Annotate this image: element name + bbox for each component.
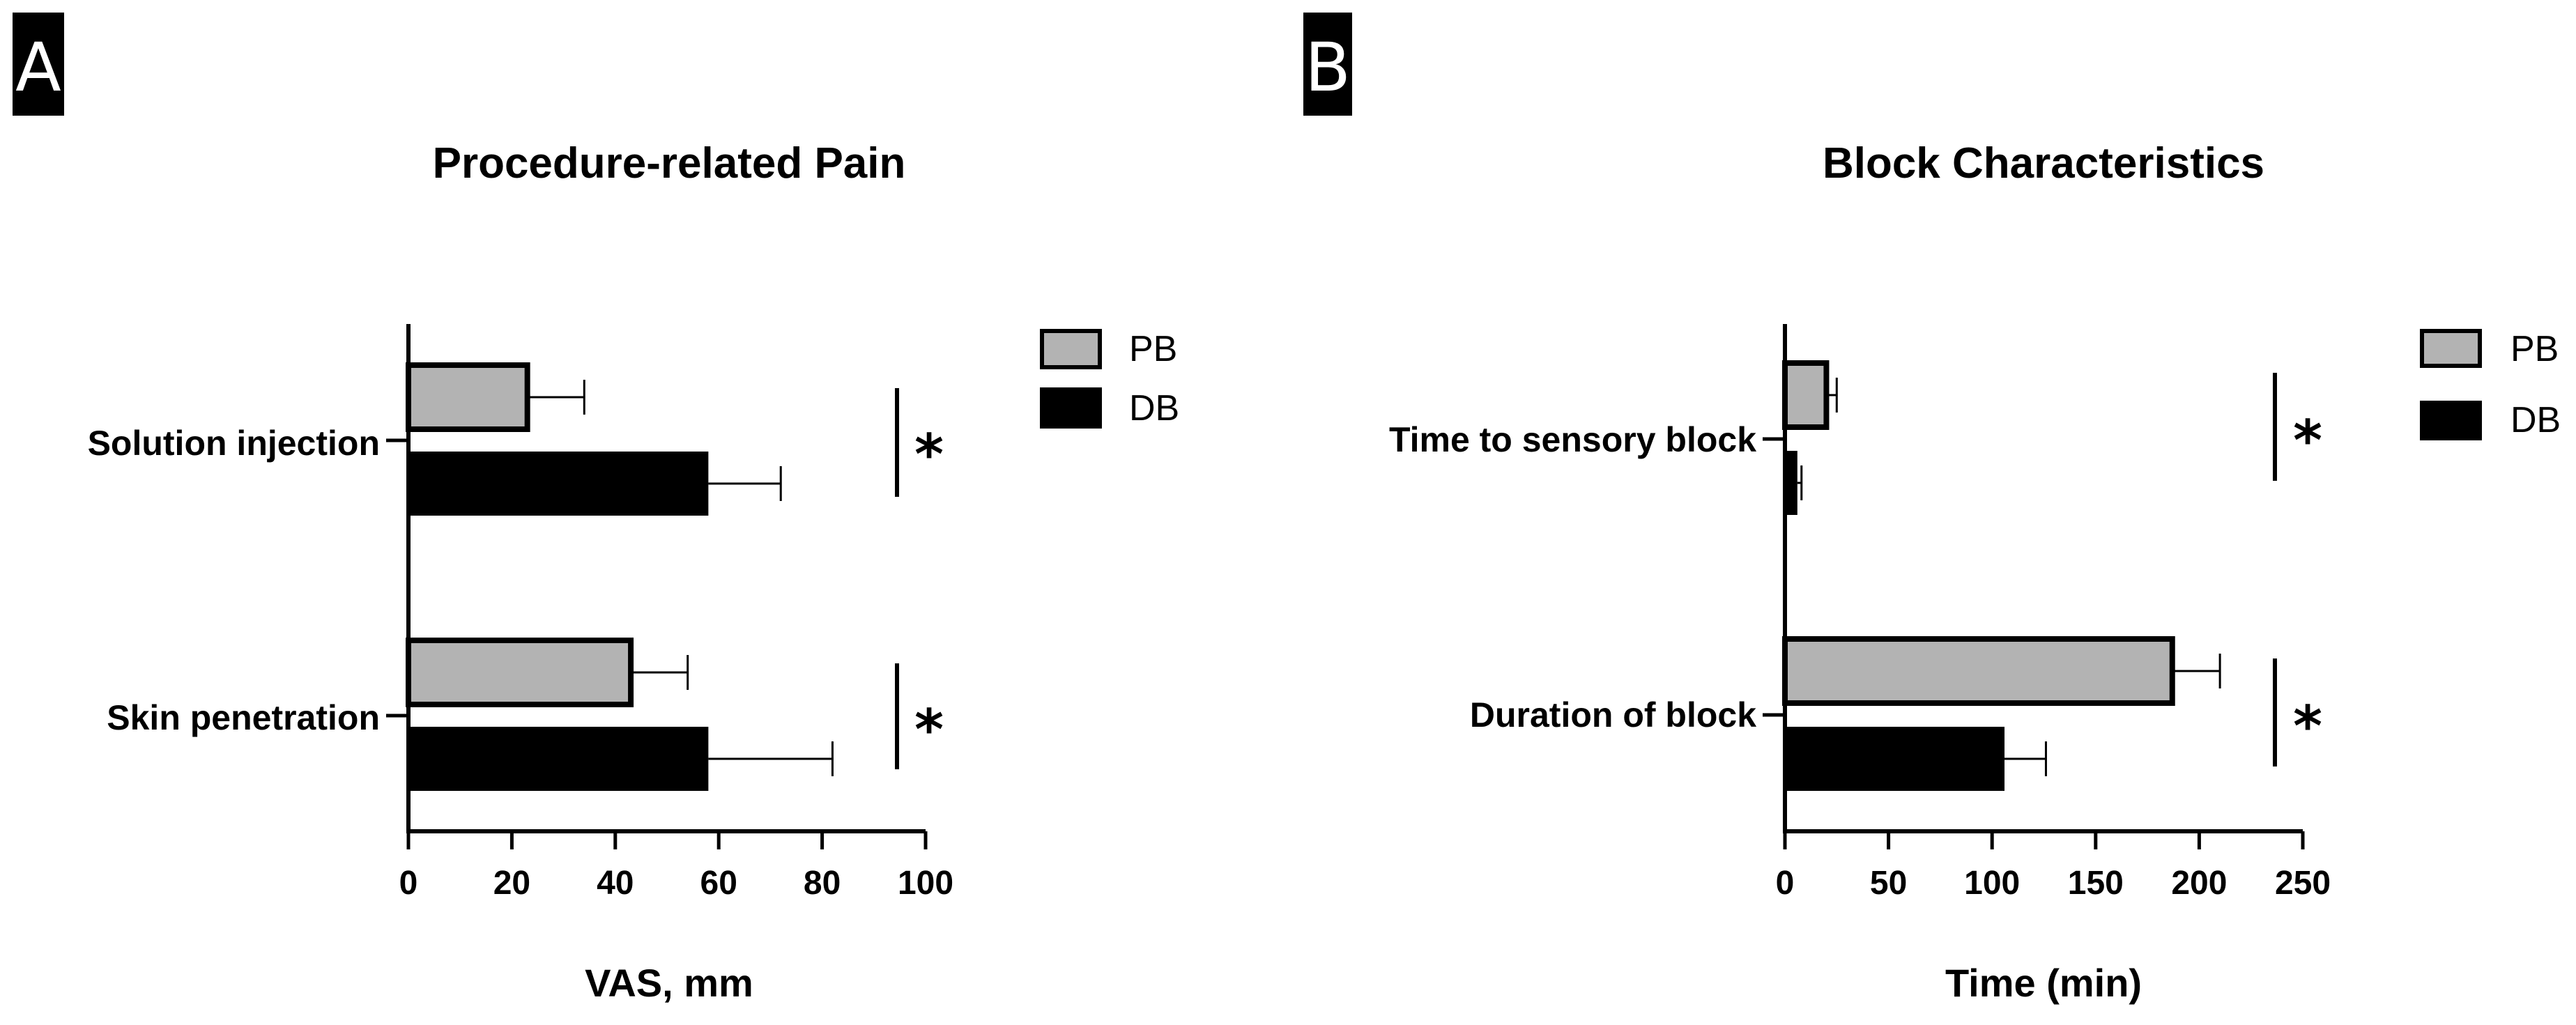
x-axis-ticks: 0 50 100 150 200 250 xyxy=(1776,865,2331,902)
bar-pb xyxy=(406,362,530,432)
category-label: Solution injection xyxy=(88,424,380,463)
x-tick-label: 60 xyxy=(700,865,737,902)
chart-marks xyxy=(386,324,928,849)
x-tick-label: 100 xyxy=(898,865,953,902)
category-label: Time to sensory block xyxy=(1389,420,1756,459)
x-tick-label: 0 xyxy=(1776,865,1795,902)
legend-label-pb: PB xyxy=(2510,329,2559,369)
chart-title: Block Characteristics xyxy=(1823,139,2264,187)
bar-db xyxy=(408,727,709,791)
bar-db xyxy=(408,452,709,516)
legend-swatch-pb xyxy=(1040,329,1102,369)
chart-procedure-related-pain: Procedure-related Pain VAS, mm Solution … xyxy=(88,139,1180,1005)
bar-db xyxy=(1785,727,2005,791)
legend-swatch-pb xyxy=(2420,329,2482,368)
bar-pb xyxy=(1782,636,2175,706)
x-tick-label: 40 xyxy=(597,865,634,902)
x-tick-label: 0 xyxy=(399,865,418,902)
legend-label-pb: PB xyxy=(1129,329,1177,369)
x-axis-label: VAS, mm xyxy=(585,961,753,1005)
legend: PB DB xyxy=(1040,329,1179,429)
chart-marks xyxy=(1763,324,2305,849)
legend-label-db: DB xyxy=(1129,388,1179,429)
x-tick-label: 250 xyxy=(2275,865,2331,902)
panel-a-label-box xyxy=(13,13,64,116)
x-tick-label: 50 xyxy=(1870,865,1907,902)
x-tick-label: 80 xyxy=(804,865,841,902)
category-label: Duration of block xyxy=(1470,695,1756,734)
significance-asterisk: * xyxy=(2293,408,2322,473)
significance-asterisk: * xyxy=(914,422,944,487)
legend-swatch-db xyxy=(1040,387,1102,429)
x-tick-label: 20 xyxy=(493,865,530,902)
panel-a-label: A xyxy=(15,29,61,107)
panel-b-label: B xyxy=(1305,29,1351,107)
bar-db xyxy=(1785,451,1797,515)
bar-pb xyxy=(1782,360,1830,430)
panel-b-label-box xyxy=(1303,13,1352,116)
x-tick-label: 150 xyxy=(2068,865,2124,902)
x-axis-ticks: 0 20 40 60 80 100 xyxy=(399,865,953,902)
legend-label-db: DB xyxy=(2510,400,2561,440)
chart-block-characteristics: Block Characteristics Time (min) Time to… xyxy=(1389,139,2561,1005)
legend: PB DB xyxy=(2420,329,2561,440)
x-tick-label: 200 xyxy=(2171,865,2227,902)
significance-asterisk: * xyxy=(914,698,944,762)
significance-markers: * * xyxy=(2273,373,2322,766)
x-axis-label: Time (min) xyxy=(1945,961,2142,1005)
category-label: Skin penetration xyxy=(107,698,380,737)
x-tick-label: 100 xyxy=(1964,865,2020,902)
bar-pb xyxy=(406,638,634,707)
significance-markers: * * xyxy=(895,388,944,769)
significance-asterisk: * xyxy=(2293,694,2322,759)
legend-swatch-db xyxy=(2420,401,2482,440)
chart-title: Procedure-related Pain xyxy=(433,139,906,187)
